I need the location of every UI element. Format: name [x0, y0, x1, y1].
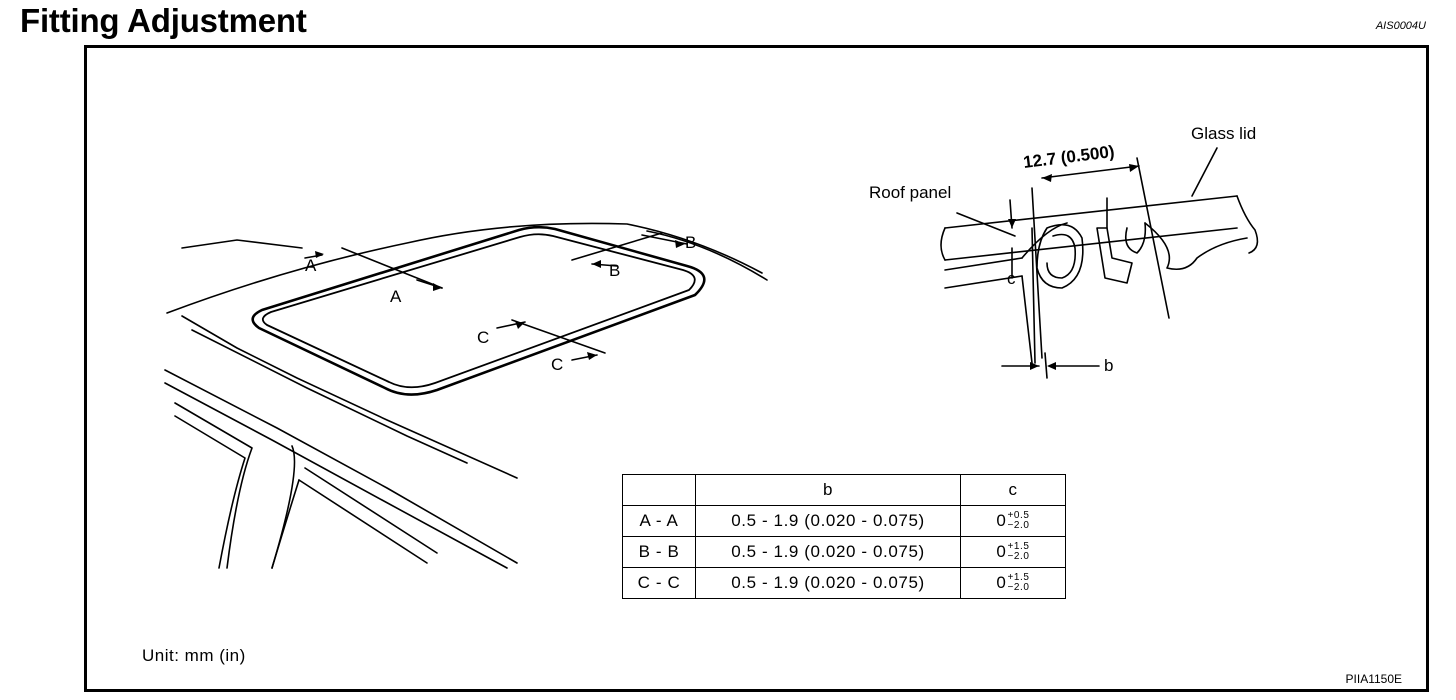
table-row: B - B 0.5 - 1.9 (0.020 - 0.075) 0 +1.5 −…: [622, 536, 1066, 568]
dimension-12-7: 12.7 (0.500): [1022, 142, 1115, 172]
c-minus-tolerance: −2.0: [1007, 551, 1030, 562]
figure-frame: A A B B C C: [84, 45, 1429, 692]
c-plus-tolerance: +1.5: [1007, 541, 1030, 552]
header-cell-section: [622, 474, 696, 506]
section-label-b-upper: B: [685, 233, 696, 252]
roof-panel-label: Roof panel: [869, 183, 951, 202]
c-value-cell: 0 +1.5 −2.0: [960, 567, 1066, 599]
cross-section-detail: [940, 147, 1259, 379]
table-header-row: b c: [622, 474, 1066, 506]
c-minus-tolerance: −2.0: [1007, 520, 1030, 531]
section-cell: C - C: [622, 567, 696, 599]
section-label-a-lower: A: [390, 287, 402, 306]
header-cell-c: c: [960, 474, 1066, 506]
dimension-b-label: b: [1104, 356, 1113, 375]
dimension-c-label: c: [1007, 269, 1016, 288]
b-value-cell: 0.5 - 1.9 (0.020 - 0.075): [695, 505, 961, 537]
c-value-cell: 0 +1.5 −2.0: [960, 536, 1066, 568]
b-value-cell: 0.5 - 1.9 (0.020 - 0.075): [695, 536, 961, 568]
section-label-c-lower: C: [551, 355, 563, 374]
c-minus-tolerance: −2.0: [1007, 582, 1030, 593]
c-base: 0: [996, 573, 1007, 592]
c-plus-tolerance: +0.5: [1007, 510, 1030, 521]
table-row: A - A 0.5 - 1.9 (0.020 - 0.075) 0 +0.5 −…: [622, 505, 1066, 537]
section-label-b-lower: B: [609, 261, 620, 280]
document-code: AIS0004U: [1375, 20, 1426, 32]
page-title: Fitting Adjustment: [20, 2, 307, 39]
figure-code: PIIA1150E: [1345, 672, 1402, 686]
table-row: C - C 0.5 - 1.9 (0.020 - 0.075) 0 +1.5 −…: [622, 567, 1066, 599]
sunroof-illustration: A A B B C C: [164, 124, 1259, 569]
c-base: 0: [996, 542, 1007, 561]
b-value-cell: 0.5 - 1.9 (0.020 - 0.075): [695, 567, 961, 599]
c-plus-tolerance: +1.5: [1007, 572, 1030, 583]
section-cell: B - B: [622, 536, 696, 568]
glass-lid-label: Glass lid: [1191, 124, 1256, 143]
section-cell: A - A: [622, 505, 696, 537]
header-cell-b: b: [695, 474, 961, 506]
section-label-a-upper: A: [305, 256, 317, 275]
c-value-cell: 0 +0.5 −2.0: [960, 505, 1066, 537]
clearance-spec-table: b c A - A 0.5 - 1.9 (0.020 - 0.075) 0 +0…: [622, 474, 1066, 599]
section-label-c-upper: C: [477, 328, 489, 347]
c-base: 0: [996, 511, 1007, 530]
unit-note: Unit: mm (in): [142, 646, 246, 665]
